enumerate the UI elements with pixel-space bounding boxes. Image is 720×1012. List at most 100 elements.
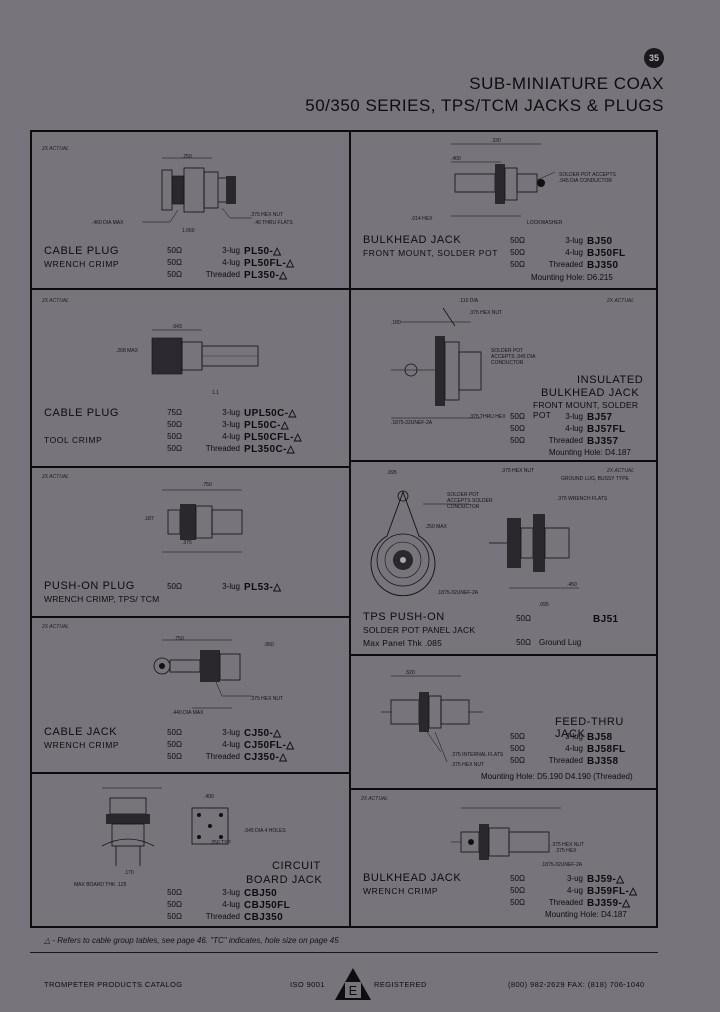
- lug-style: Threaded: [548, 260, 583, 269]
- product-feed-thru-jack: .520 .375 INTERNAL FLATS .375 HEX NUT Fe…: [351, 656, 658, 788]
- product-insulated-bulkhead-jack: 2X ACTUAL .110 DIA .375 HEX NUT .180 SOL…: [351, 290, 658, 460]
- dim-label: .375 HEX NUT: [451, 762, 485, 768]
- impedance: 50Ω: [167, 270, 182, 279]
- impedance: 50Ω: [510, 898, 525, 907]
- spec-row: 50Ω 3-lug PL50-△: [152, 246, 281, 257]
- dim-label: .375 HEX NUT: [250, 212, 284, 218]
- bulkhead-jack-crimp-drawing: [451, 807, 561, 860]
- lug-style: 3-lug: [222, 888, 240, 897]
- dim-label: .375 WRENCH FLATS: [557, 496, 608, 502]
- dim-label: .375 HEX NUT: [551, 842, 585, 848]
- part-number: BJ357: [587, 436, 619, 447]
- impedance: 50Ω: [510, 424, 525, 433]
- lug-style: Threaded: [548, 898, 583, 907]
- iso-label: ISO 9001: [290, 980, 325, 989]
- product-name: Bulkhead Jack: [363, 872, 462, 884]
- dim-label: .1875-32UNEF-2A: [437, 590, 479, 596]
- impedance: 50Ω: [167, 900, 182, 909]
- lug-style: 4-lug: [222, 740, 240, 749]
- part-number: CBJ350: [244, 912, 284, 923]
- cable-jack-drawing: [153, 639, 252, 709]
- lug-style: 4-ug: [566, 886, 583, 895]
- impedance: 50Ω: [167, 888, 182, 897]
- dim-label: .110 DIA: [459, 298, 479, 304]
- lug-style: 3-lug: [222, 408, 240, 417]
- dim-label: .375 HEX NUT: [501, 468, 535, 474]
- ground-lug-label: Ground Lug: [539, 638, 582, 647]
- impedance: 50Ω: [510, 236, 525, 245]
- lug-style: Threaded: [205, 752, 240, 761]
- impedance: 50Ω: [516, 638, 531, 647]
- dim-label: SOLDER POT ACCEPTS: [559, 172, 616, 178]
- spec-row: 50Ω 4-lug BJ50FL: [495, 248, 626, 259]
- spec-row: 50Ω 3-lug PL50C-△: [152, 420, 289, 431]
- product-subtitle-2: Max Panel Thk .085: [363, 638, 443, 648]
- spec-row: 50Ω Threaded BJ359-△: [495, 898, 630, 909]
- spec-row: 50Ω 4-lug BJ58FL: [495, 744, 626, 755]
- impedance: 50Ω: [510, 744, 525, 753]
- lug-style: 3-ug: [566, 874, 583, 883]
- footnote: △ - Refers to cable group tables, see pa…: [44, 936, 339, 945]
- part-number: PL50CFL-△: [244, 432, 302, 443]
- lug-style: 3-lug: [565, 732, 583, 741]
- part-number: PL50FL-△: [244, 258, 295, 269]
- part-number: CJ50-△: [244, 728, 282, 739]
- mounting-hole-note: Mounting Hole: D6.215: [531, 273, 613, 282]
- lug-style: 3-lug: [222, 582, 240, 591]
- part-number: BJ57FL: [587, 424, 626, 435]
- part-number: PL50-△: [244, 246, 282, 257]
- dim-label: .750: [174, 636, 184, 642]
- lug-style: 3-lug: [222, 246, 240, 255]
- dim-label: .750: [202, 482, 212, 488]
- dim-label: 1.060: [182, 228, 195, 234]
- part-number: CBJ50FL: [244, 900, 291, 911]
- dim-label: .180: [391, 320, 401, 326]
- spec-row: 75Ω 3-lug UPL50C-△: [152, 408, 297, 419]
- spec-row: 50Ω Threaded BJ350: [495, 260, 618, 271]
- impedance: 50Ω: [167, 246, 182, 255]
- impedance: 50Ω: [510, 756, 525, 765]
- product-subtitle: Wrench Crimp: [44, 259, 120, 269]
- dim-label: .460 DIA MAX: [92, 220, 124, 226]
- scale-note: 2X ACTUAL: [42, 474, 70, 480]
- scale-note: 2X ACTUAL: [607, 468, 635, 474]
- spec-row: 50Ω 3-lug BJ58: [495, 732, 613, 743]
- push-on-plug-drawing: [162, 489, 243, 553]
- product-name-line2: Bulkhead Jack: [541, 387, 640, 399]
- product-subtitle: Front mount, Solder pot: [363, 248, 499, 258]
- dim-label: .330: [491, 138, 501, 144]
- product-name: Bulkhead Jack: [363, 234, 462, 246]
- dim-label: .643: [172, 324, 182, 330]
- row-divider: [351, 788, 658, 790]
- impedance: 50Ω: [167, 740, 182, 749]
- lug-style: 4-lug: [222, 258, 240, 267]
- impedance: 50Ω: [510, 874, 525, 883]
- part-number: CJ50FL-△: [244, 740, 295, 751]
- lug-style: Threaded: [548, 756, 583, 765]
- spec-row: 50Ω 3-lug CBJ50: [152, 888, 277, 899]
- impedance: 50Ω: [167, 432, 182, 441]
- tps-push-on-drawing: [370, 490, 579, 597]
- part-number: BJ50: [587, 236, 613, 247]
- product-name: TPS Push-on: [363, 611, 445, 623]
- spec-row: 50Ω 4-lug BJ57FL: [495, 424, 626, 435]
- column-divider: [349, 132, 351, 926]
- cable-plug-drawing: [142, 157, 252, 223]
- product-push-on-plug: 2X ACTUAL .750 .187 .375 Push-on Plug Wr…: [32, 468, 349, 616]
- dim-label: .045 DIA CONDUCTOR: [559, 178, 612, 184]
- dim-label: 1.1: [212, 390, 219, 396]
- dim-label: .045 DIA 4 HOLES: [244, 828, 286, 834]
- part-number: CJ350-△: [244, 752, 288, 763]
- scale-note: 2X ACTUAL: [607, 298, 635, 304]
- dim-label: .400: [204, 794, 214, 800]
- dim-label: LOCKWASHER: [527, 220, 563, 226]
- part-number: BJ50FL: [587, 248, 626, 259]
- ground-lug-row: 50Ω Ground Lug: [501, 638, 581, 647]
- part-number: PL350-△: [244, 270, 288, 281]
- dim-label: .250: [182, 154, 192, 160]
- dim-label: .375 HEX: [555, 848, 577, 854]
- dim-label: .375: [182, 540, 192, 546]
- lug-style: 4-lug: [565, 424, 583, 433]
- lug-style: Threaded: [205, 912, 240, 921]
- part-number: BJ59-△: [587, 874, 625, 885]
